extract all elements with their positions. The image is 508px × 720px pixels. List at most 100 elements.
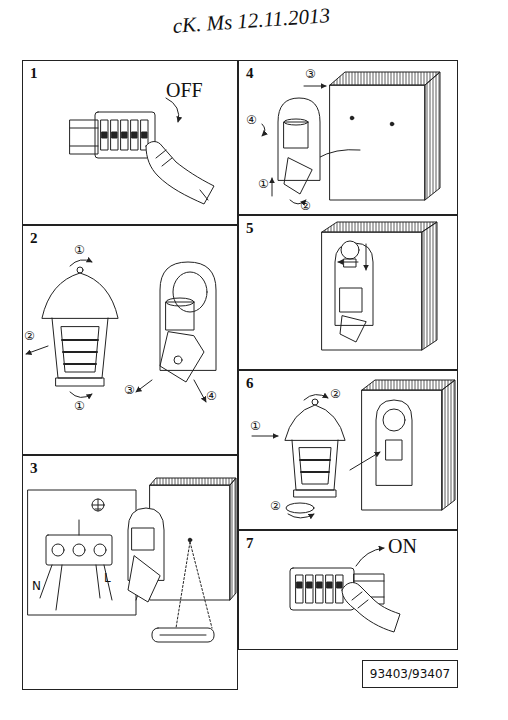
drill-guide bbox=[176, 542, 212, 628]
callout-number: ② bbox=[330, 388, 341, 400]
handwritten-note: cK. Ms 12.11.2013 bbox=[172, 5, 331, 37]
model-number: 93403/93407 bbox=[363, 667, 457, 681]
bracket bbox=[340, 316, 366, 342]
bulb-fitting bbox=[322, 222, 437, 350]
screw-arrow bbox=[262, 124, 265, 136]
step-number: 3 bbox=[30, 460, 38, 477]
bracket bbox=[284, 158, 312, 194]
step-panel: 1 bbox=[22, 60, 238, 225]
hand bbox=[146, 142, 214, 205]
callout-number: ① bbox=[258, 178, 269, 190]
wire-label: L bbox=[104, 572, 111, 584]
callout-number: ① bbox=[74, 244, 85, 256]
switch-arrow bbox=[166, 98, 179, 122]
screw bbox=[174, 356, 182, 364]
lamp-head bbox=[26, 260, 118, 398]
step-panel: 3 bbox=[22, 455, 238, 690]
breaker-switches bbox=[101, 120, 148, 150]
callout-number: ④ bbox=[246, 114, 257, 126]
switch-label: OFF bbox=[166, 80, 203, 100]
lamp-socket bbox=[340, 288, 362, 312]
lamp-slats bbox=[300, 460, 330, 472]
callout-number: ③ bbox=[124, 384, 135, 396]
breaker-off bbox=[70, 98, 214, 204]
plate-outline bbox=[278, 98, 320, 180]
step-panel: 2 bbox=[22, 225, 238, 455]
step-number: 6 bbox=[246, 375, 254, 392]
wall-plate bbox=[136, 262, 216, 402]
rotate-arrow bbox=[70, 260, 92, 266]
switch-levers bbox=[297, 582, 342, 588]
step-number: 4 bbox=[246, 65, 254, 82]
wall-side bbox=[230, 478, 236, 600]
hand bbox=[342, 583, 400, 632]
bracket bbox=[128, 556, 160, 602]
plate-outline bbox=[160, 262, 216, 370]
earth-symbol bbox=[92, 499, 104, 511]
terminal bbox=[73, 544, 85, 556]
bracket bbox=[160, 332, 204, 382]
wall-hole bbox=[188, 538, 192, 542]
cable bbox=[318, 150, 360, 158]
wall-block bbox=[128, 478, 236, 642]
wall-side bbox=[425, 72, 440, 200]
socket-top bbox=[166, 298, 194, 306]
callout-number: ① bbox=[250, 420, 261, 432]
callout-number: ③ bbox=[305, 68, 316, 80]
lamp-base bbox=[56, 378, 104, 386]
wall-hole bbox=[390, 122, 394, 126]
lamp-window bbox=[299, 448, 331, 484]
wall-front bbox=[362, 390, 442, 510]
plate-outline bbox=[376, 400, 412, 485]
switch-levers bbox=[102, 132, 147, 138]
lamp-socket bbox=[132, 528, 154, 550]
lamp-base bbox=[294, 490, 336, 497]
wall-front bbox=[322, 232, 422, 350]
din-rail bbox=[70, 120, 98, 154]
wall-top bbox=[150, 478, 236, 485]
push-arrow bbox=[304, 86, 326, 87]
rail-lines bbox=[70, 128, 98, 146]
wall-side bbox=[422, 222, 437, 350]
mounting bbox=[262, 72, 440, 204]
rotate-arrow bbox=[70, 392, 92, 398]
push-arrow bbox=[252, 436, 278, 437]
lamp-knob bbox=[312, 399, 318, 405]
wires bbox=[40, 520, 112, 610]
bulb bbox=[341, 241, 359, 259]
earth-lines bbox=[92, 499, 104, 511]
fixing-nut bbox=[286, 503, 314, 513]
terminal bbox=[94, 544, 106, 556]
wall-hole bbox=[350, 116, 354, 120]
pull-arrow bbox=[26, 346, 48, 354]
bulb bbox=[383, 409, 405, 431]
inset-frame bbox=[28, 490, 136, 615]
lamp-roof bbox=[285, 405, 345, 440]
step-panel: 4 bbox=[238, 60, 458, 215]
rotate-arrow bbox=[304, 394, 328, 400]
remove-arrow bbox=[136, 380, 152, 392]
hand-fingers bbox=[156, 150, 208, 200]
fit-arrow bbox=[350, 452, 380, 470]
lamp-body bbox=[52, 318, 108, 378]
lamp-slats bbox=[62, 340, 98, 364]
callout-number: ② bbox=[300, 200, 311, 212]
bulb-base bbox=[344, 259, 356, 267]
wall-top bbox=[330, 72, 440, 85]
step-panel: 5 bbox=[238, 215, 458, 370]
lamp-body bbox=[292, 440, 338, 490]
lamp-roof bbox=[42, 273, 118, 318]
refit-head bbox=[252, 380, 455, 518]
switch-arrow bbox=[356, 548, 384, 566]
callout-number: ① bbox=[74, 400, 85, 412]
terminal bbox=[52, 544, 64, 556]
lamp-socket bbox=[386, 440, 402, 460]
callout-number: ④ bbox=[206, 390, 217, 402]
rotate-arrow bbox=[288, 514, 314, 518]
callout-number: ② bbox=[270, 500, 281, 512]
step-number: 5 bbox=[246, 220, 254, 237]
step-number: 2 bbox=[30, 230, 38, 247]
lamp-socket bbox=[284, 122, 308, 148]
